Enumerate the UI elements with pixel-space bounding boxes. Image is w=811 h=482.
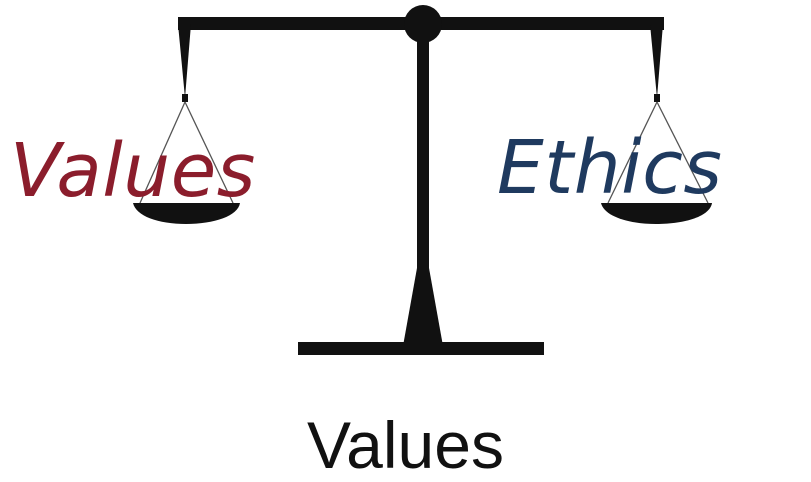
caption: Values: [307, 408, 504, 482]
scale-base: [298, 342, 544, 355]
right-hanger-ring: [654, 94, 660, 102]
left-hanger-ring: [182, 94, 188, 102]
left-pan: [133, 203, 240, 224]
right-hanger: [650, 24, 663, 98]
balance-scale-diagram: Values Ethics: [10, 5, 722, 355]
right-pan-label: Ethics: [497, 125, 722, 211]
left-pan-chains: [139, 101, 234, 204]
scale-post-foot: [403, 268, 443, 346]
right-pan: [601, 203, 712, 224]
left-hanger: [178, 24, 191, 98]
scale-post: [417, 24, 429, 346]
left-pan-label: Values: [10, 128, 256, 214]
right-pan-chains: [607, 101, 709, 204]
